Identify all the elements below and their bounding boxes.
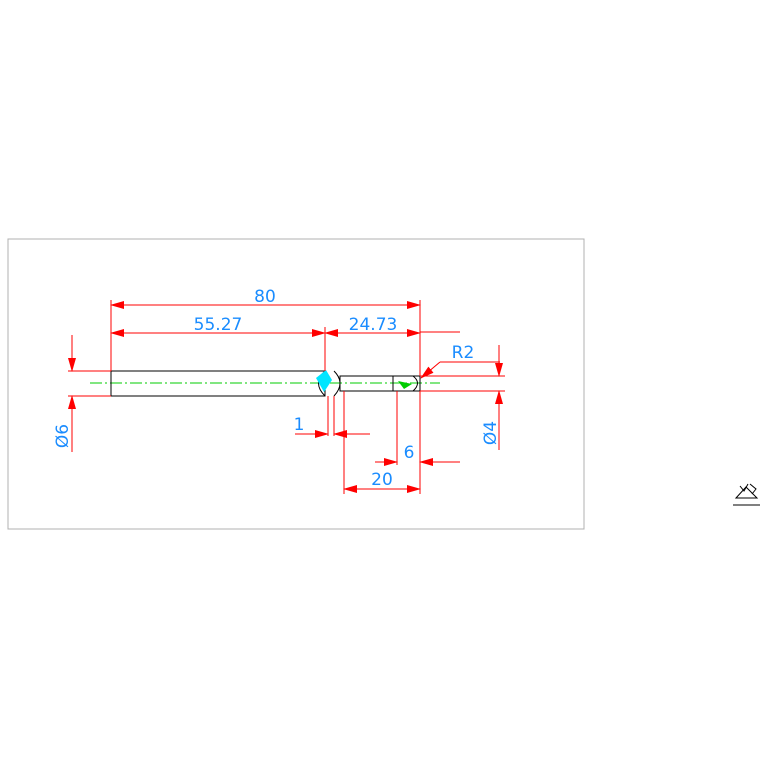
- dim-80-text: 80: [254, 287, 276, 307]
- ucs-icon: [733, 483, 760, 506]
- dim-20-text: 20: [371, 470, 393, 490]
- dim-6-text: 6: [404, 443, 415, 463]
- dim-24-text: 24.73: [349, 315, 398, 335]
- tip-grip[interactable]: [398, 381, 412, 389]
- dim-55-text: 55.27: [194, 315, 243, 335]
- tip-profile: [393, 375, 418, 392]
- dimension-lines: [68, 300, 505, 494]
- selection-grip[interactable]: [316, 370, 332, 392]
- dim-r2-text: R2: [452, 343, 475, 363]
- step-arc-2: [333, 370, 341, 397]
- dim-d6-text: Ø6: [53, 424, 73, 448]
- paper-frame: [7, 238, 585, 530]
- dim-d4-text: Ø4: [481, 421, 501, 445]
- dim-1-text: 1: [294, 415, 305, 435]
